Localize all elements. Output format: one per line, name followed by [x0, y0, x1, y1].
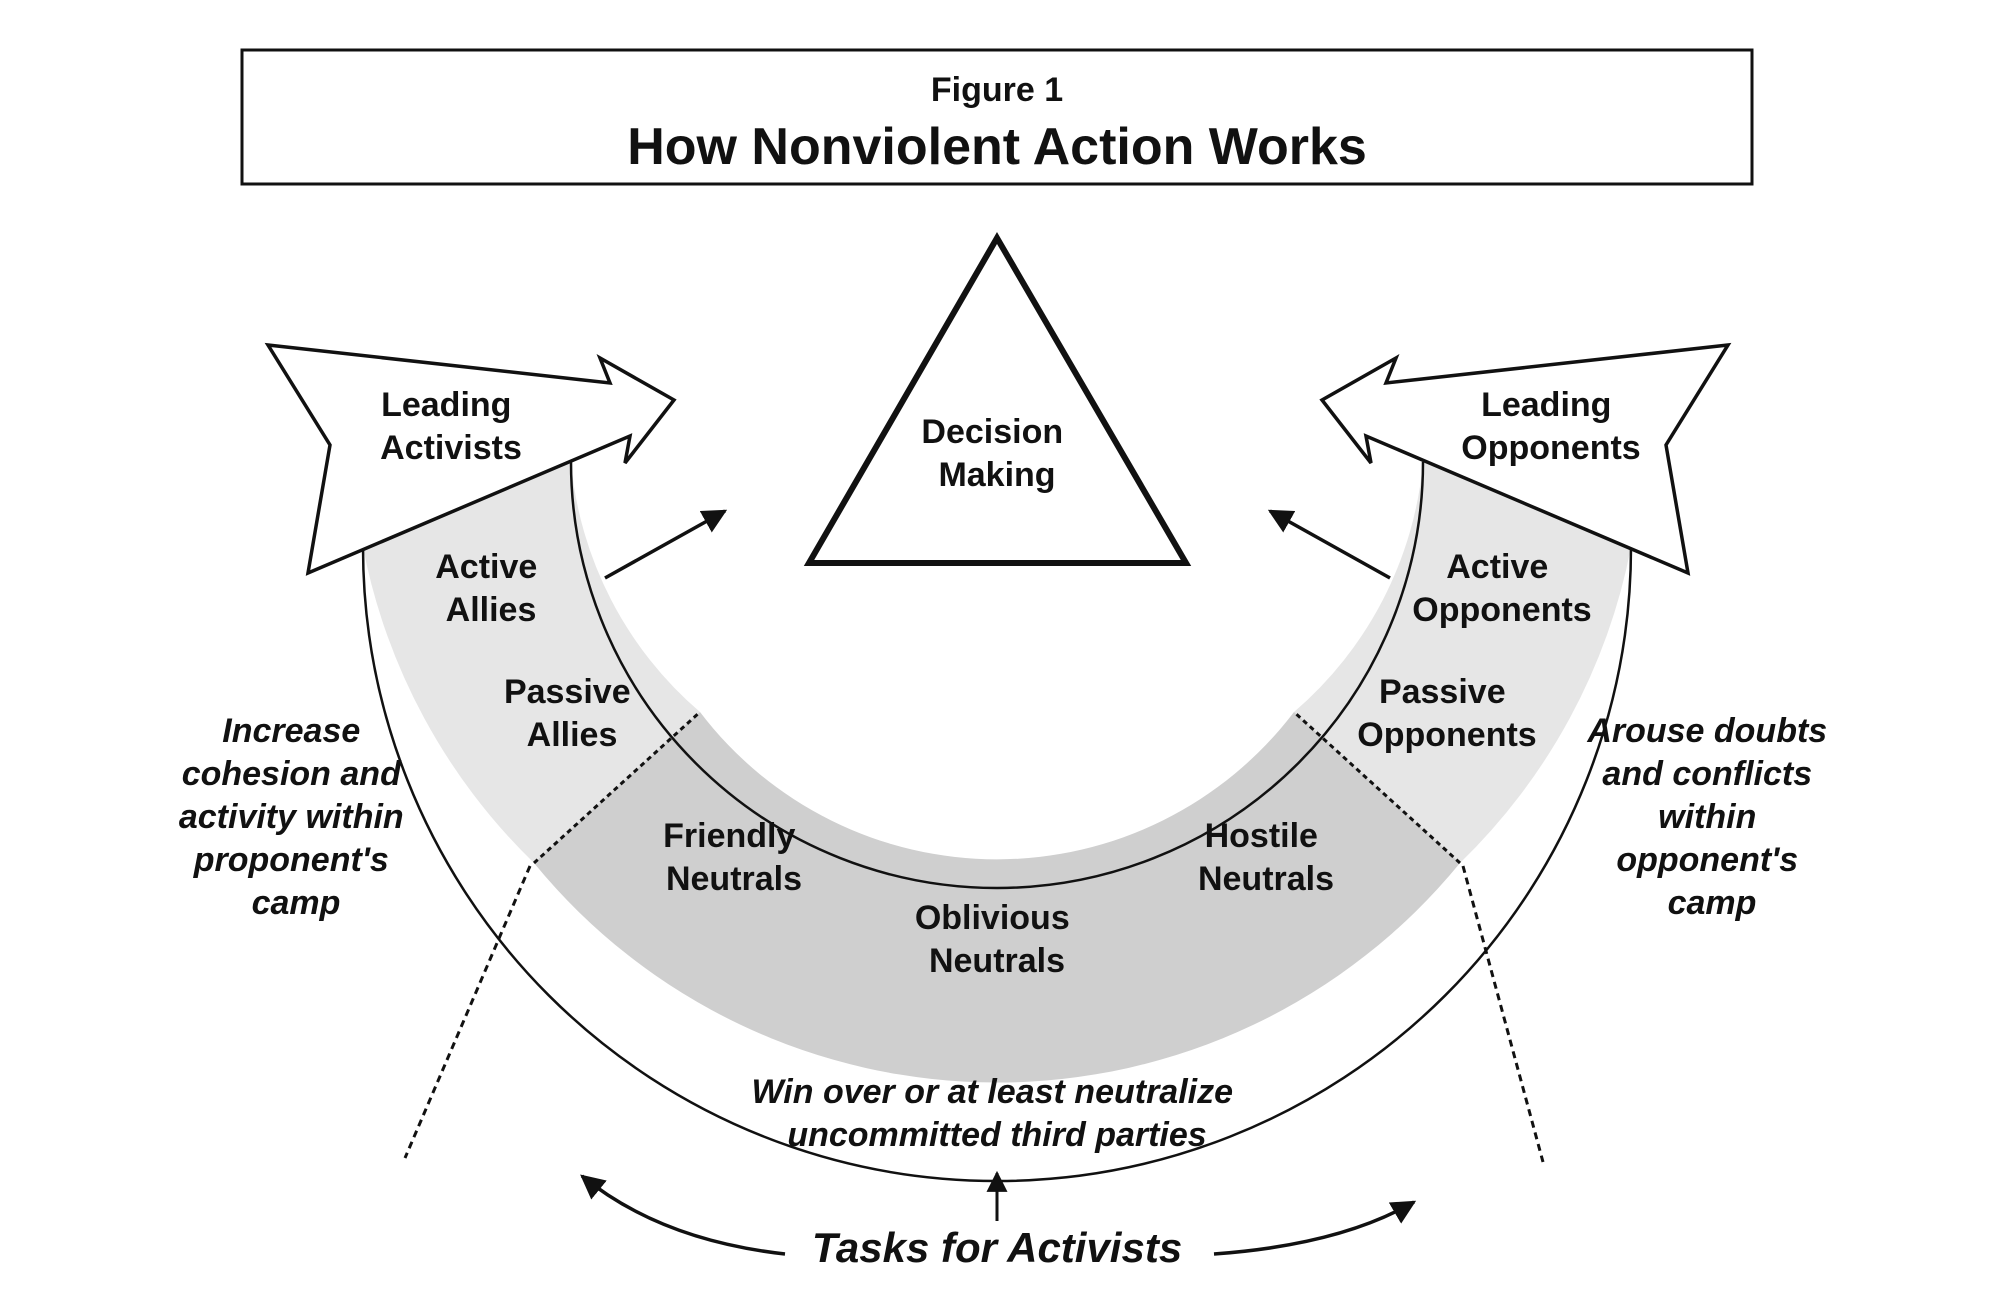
- footer-arrow-left: [580, 1174, 786, 1256]
- title-box: [240, 48, 1754, 186]
- tasks-footer-label: Tasks for Activists: [812, 1224, 1182, 1271]
- leading-opponents-arrow: [1319, 342, 1732, 576]
- guide-line-left: [403, 865, 532, 1159]
- arc-inner-edge: [569, 461, 1425, 890]
- arc-right-camp-zone: [1294, 462, 1631, 863]
- leading-activists-arrow: [264, 342, 677, 576]
- guide-line-right: [1461, 865, 1545, 1163]
- passive-allies-label: Passive Allies: [504, 673, 640, 754]
- oblivious-neutrals-label: Oblivious Neutrals: [915, 899, 1079, 980]
- passive-opponents-label: Passive Opponents: [1357, 673, 1536, 754]
- divider-right: [1292, 710, 1462, 865]
- diagram-title: How Nonviolent Action Works: [627, 118, 1367, 176]
- arc-left-camp-zone: [363, 462, 700, 863]
- allies-pressure-arrow: [604, 509, 728, 580]
- arc-neutral-zone: [534, 712, 1460, 1083]
- task-left-text: Increase cohesion and activity within pr…: [179, 712, 413, 922]
- figure-label: Figure 1: [931, 71, 1063, 109]
- leading-activists-label: Leading Activists: [380, 386, 522, 467]
- task-right-text: Arouse doubts and conflicts within oppon…: [1586, 712, 1836, 922]
- footer-arrow-right: [1213, 1200, 1417, 1256]
- active-opponents-label: Active Opponents: [1412, 548, 1591, 629]
- opponents-pressure-arrow: [1267, 509, 1391, 580]
- decision-triangle: [803, 232, 1192, 566]
- leading-opponents-label: Leading Opponents: [1461, 386, 1640, 467]
- active-allies-label: Active Allies: [435, 548, 547, 629]
- friendly-neutrals-label: Friendly Neutrals: [663, 817, 805, 898]
- divider-left: [532, 710, 702, 865]
- task-bottom-text: Win over or at least neutralize uncommit…: [752, 1073, 1243, 1154]
- decision-making-label: Decision Making: [921, 413, 1072, 494]
- hostile-neutrals-label: Hostile Neutrals: [1198, 817, 1334, 898]
